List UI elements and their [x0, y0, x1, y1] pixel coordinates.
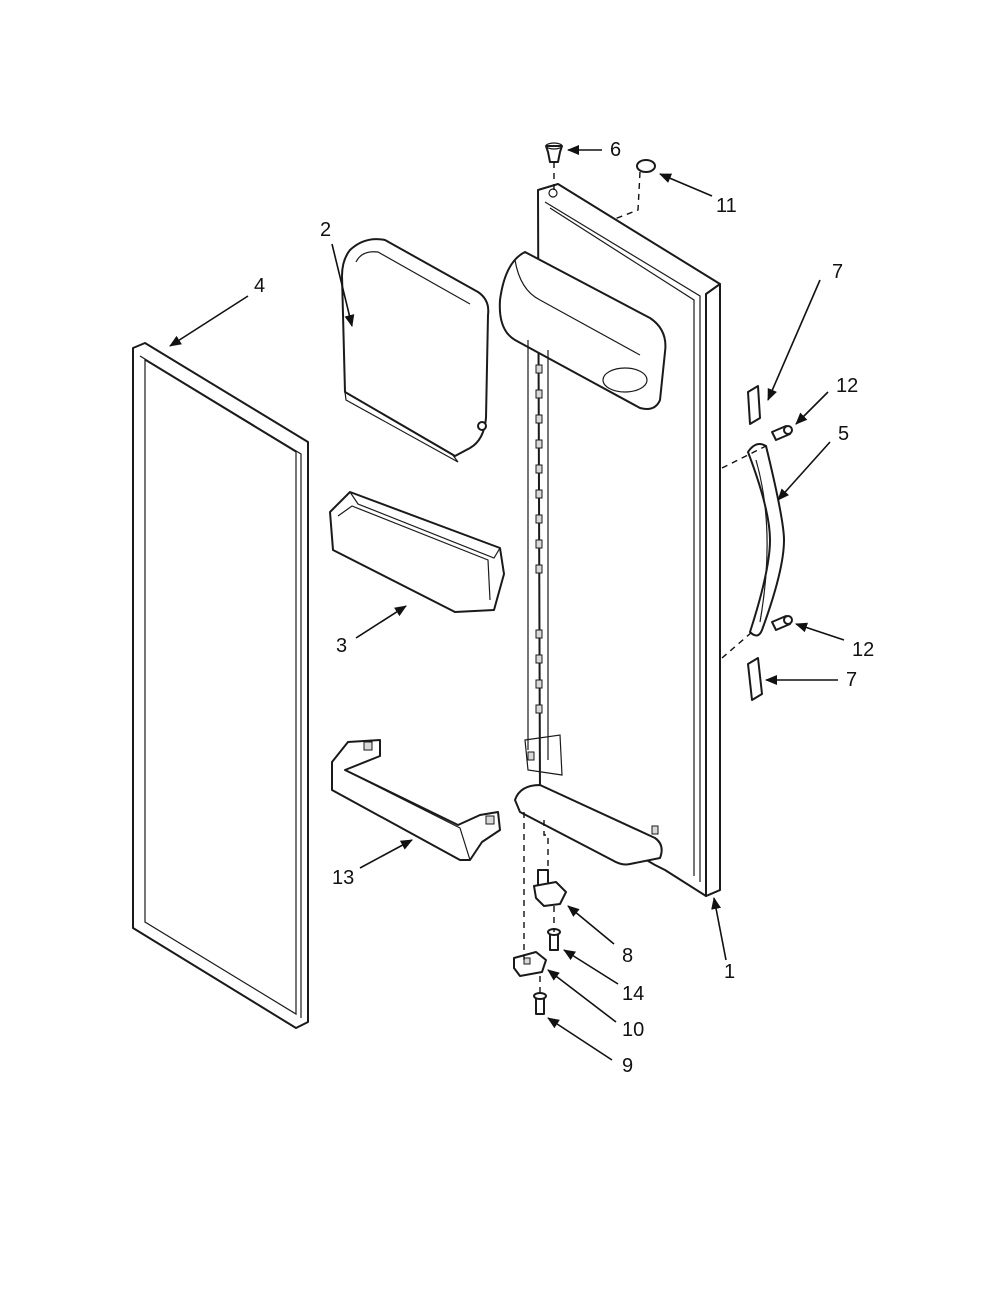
callout-12-lower: 12 [852, 639, 874, 661]
door-gasket [132, 342, 309, 1029]
leader-lines [169, 145, 845, 1061]
handle-end-cap-lower [747, 657, 763, 701]
bottom-screw [533, 992, 547, 1015]
callout-11: 11 [716, 195, 737, 217]
callout-2: 2 [320, 219, 331, 241]
hinge-shim [513, 951, 547, 977]
callout-7-lower: 7 [846, 669, 857, 691]
callout-13: 13 [332, 867, 354, 889]
door-shelf-rail [331, 739, 501, 861]
handle-screw-upper [771, 425, 793, 441]
refrigerator-door [498, 183, 721, 897]
door-bin [329, 491, 505, 613]
callout-14: 14 [622, 983, 644, 1005]
dairy-compartment-door [341, 238, 490, 463]
lower-hinge [533, 869, 567, 907]
callout-12-upper: 12 [836, 375, 858, 397]
hinge-screw [547, 928, 561, 951]
door-handle [747, 443, 785, 637]
handle-screw-lower [771, 615, 793, 631]
callout-3: 3 [336, 635, 347, 657]
shelf-support-tabs [535, 364, 543, 714]
callout-4: 4 [254, 275, 265, 297]
callout-5: 5 [838, 423, 849, 445]
callout-1: 1 [724, 961, 735, 983]
plug-button [636, 159, 656, 173]
callout-7-upper: 7 [832, 261, 843, 283]
hinge-bushing [545, 142, 563, 163]
callout-9: 9 [622, 1055, 633, 1077]
callout-labels: 4 2 3 13 6 11 7 12 5 12 7 1 8 14 10 9 [254, 139, 874, 1077]
handle-end-cap-upper [747, 385, 761, 425]
callout-6: 6 [610, 139, 621, 161]
assembly-lines [523, 162, 767, 996]
callout-10: 10 [622, 1019, 644, 1041]
callout-8: 8 [622, 945, 633, 967]
